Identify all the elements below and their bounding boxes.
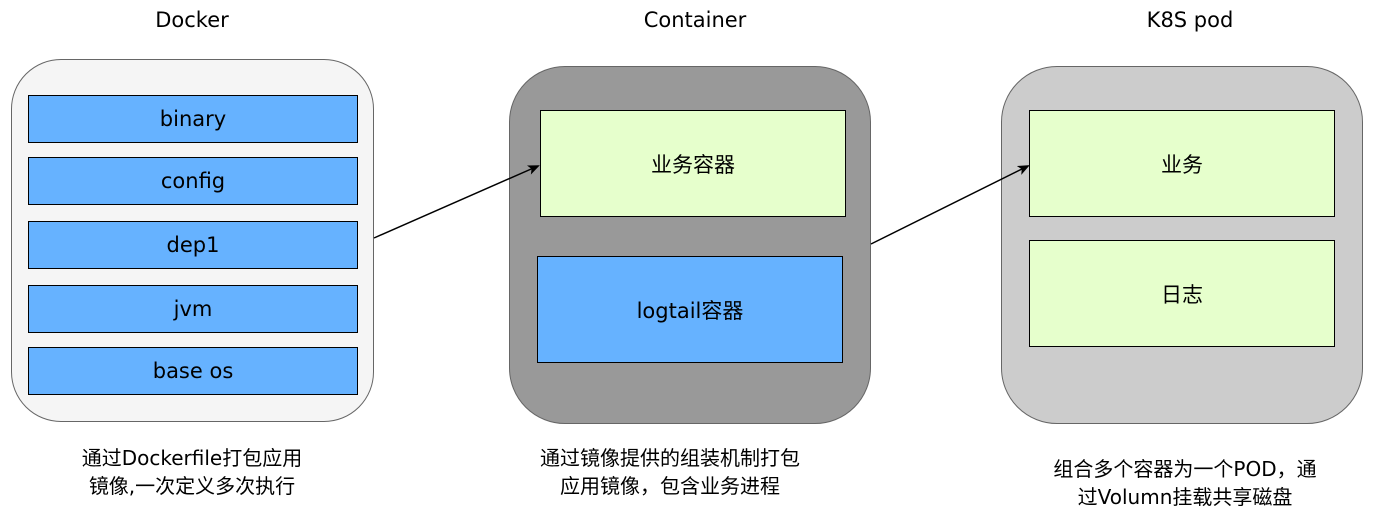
- layer-dep1[interactable]: dep1: [28, 221, 358, 269]
- docker-title: Docker: [155, 8, 229, 32]
- docker-caption-line-1: 通过Dockerfile打包应用: [81, 446, 303, 470]
- container-caption-line-1: 通过镜像提供的组装机制打包: [540, 446, 800, 470]
- layer-binary[interactable]: binary: [28, 95, 358, 143]
- pod-log-box[interactable]: 日志: [1029, 240, 1335, 347]
- pod-caption-line-2: 过Volumn挂载共享磁盘: [1077, 485, 1293, 509]
- pod-title: K8S pod: [1146, 8, 1234, 32]
- logtail-container-box[interactable]: logtail容器: [537, 256, 843, 363]
- layer-config[interactable]: config: [28, 157, 358, 205]
- layer-jvm[interactable]: jvm: [28, 285, 358, 333]
- container-title: Container: [643, 8, 747, 32]
- docker-caption-line-2: 镜像,一次定义多次执行: [88, 474, 296, 498]
- container-caption: 通过镜像提供的组装机制打包 应用镜像，包含业务进程: [500, 444, 840, 500]
- docker-caption: 通过Dockerfile打包应用 镜像,一次定义多次执行: [22, 444, 362, 500]
- business-container-box[interactable]: 业务容器: [540, 110, 846, 217]
- layer-base-os[interactable]: base os: [28, 347, 358, 395]
- pod-caption-line-1: 组合多个容器为一个POD，通: [1053, 457, 1317, 481]
- container-caption-line-2: 应用镜像，包含业务进程: [560, 474, 780, 498]
- pod-caption: 组合多个容器为一个POD，通 过Volumn挂载共享磁盘: [1010, 455, 1360, 511]
- pod-business-box[interactable]: 业务: [1029, 110, 1335, 217]
